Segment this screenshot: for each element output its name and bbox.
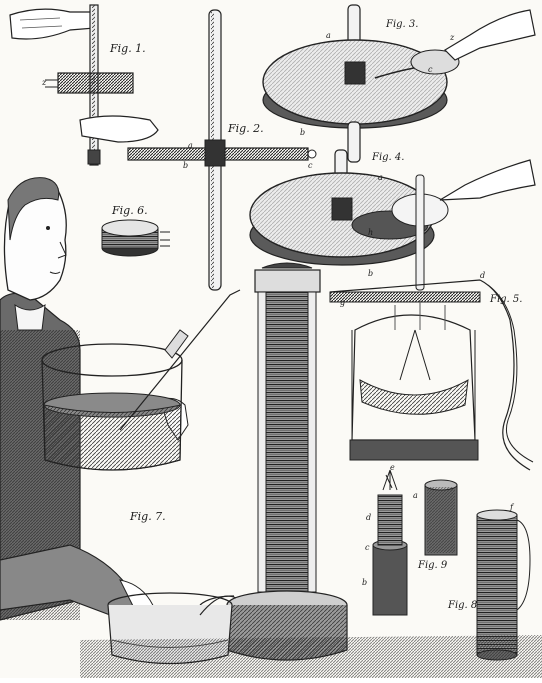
letter-c-fig2: c — [308, 161, 313, 170]
fig6-stack — [101, 219, 170, 257]
fig1-apparatus — [9, 4, 159, 166]
letter-c-fig9: c — [365, 543, 370, 552]
fig6-label: Fig. 6. — [111, 204, 148, 217]
fig4-label: Fig. 4. — [371, 152, 404, 163]
letter-f-fig8: f — [509, 503, 515, 512]
fig1-label: Fig. 1. — [109, 42, 146, 55]
letter-d-fig9: d — [366, 513, 371, 522]
letter-a-fig3: a — [326, 31, 331, 40]
fig9-cylinders — [372, 469, 458, 616]
letter-e-fig9: e — [390, 463, 395, 472]
letter-g-fig5: g — [340, 298, 345, 307]
fig2-apparatus — [127, 9, 317, 291]
glass-basin — [41, 289, 241, 471]
letter-z-fig3: z — [449, 33, 455, 42]
letter-d-fig5: d — [480, 271, 485, 280]
fig7-label: Fig. 7. — [129, 510, 166, 523]
fig3-disc — [262, 4, 536, 163]
letter-a-fig4: a — [378, 173, 383, 182]
fig4-disc — [249, 149, 536, 291]
fig5-label: Fig. 5. — [489, 294, 522, 305]
table-surface — [80, 635, 542, 678]
letter-b-fig9: b — [362, 578, 367, 587]
voltaic-pile-column — [199, 262, 348, 661]
letter-z-fig1: z — [41, 78, 47, 87]
fig9-label: Fig. 9 — [417, 560, 448, 571]
letter-a-fig9: a — [413, 491, 418, 500]
letter-c-fig3: c — [428, 65, 433, 74]
fig2-label: Fig. 2. — [227, 122, 264, 135]
letter-b-fig2: b — [183, 161, 188, 170]
letter-h-fig4: h — [368, 228, 373, 237]
letter-a-fig2: a — [188, 141, 193, 150]
fig5-electroscope — [329, 279, 534, 471]
letter-b-fig4: b — [368, 269, 373, 278]
fig3-label: Fig. 3. — [385, 19, 418, 30]
fig8-label: Fig. 8 — [447, 600, 477, 611]
letter-b-fig3: b — [300, 128, 305, 137]
